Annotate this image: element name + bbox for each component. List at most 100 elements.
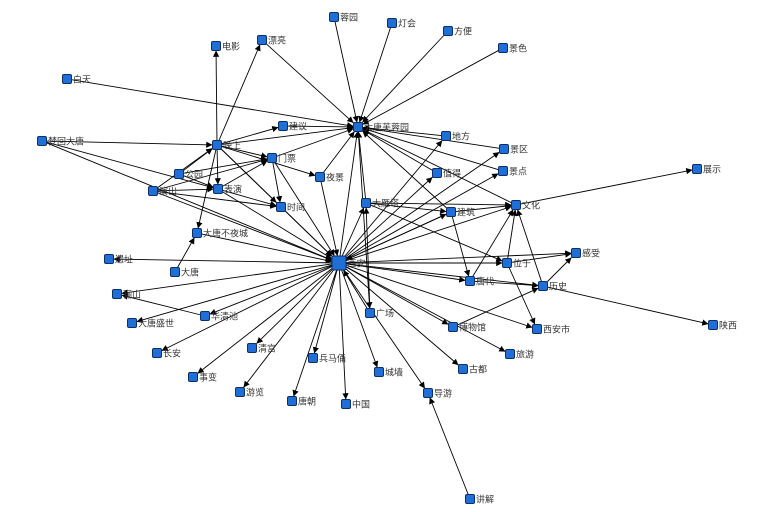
node-yejing[interactable]: 夜景 — [315, 172, 345, 184]
node-jianyi[interactable]: 建议 — [278, 121, 308, 133]
node-datang_buyecheng[interactable]: 大唐不夜城 — [192, 228, 249, 240]
node-box[interactable] — [708, 320, 718, 330]
node-rongyuan[interactable]: 蓉园 — [329, 12, 359, 24]
node-box[interactable] — [104, 254, 114, 264]
node-tangchao[interactable]: 唐朝 — [287, 396, 317, 408]
node-wanshang[interactable]: 晚上 — [212, 140, 242, 152]
node-jingse[interactable]: 景色 — [498, 43, 528, 55]
node-datang_furong[interactable]: 大唐芙蓉园 — [353, 122, 410, 134]
node-box[interactable] — [353, 122, 363, 132]
node-box[interactable] — [387, 18, 397, 28]
node-box[interactable] — [315, 172, 325, 182]
node-weiyu[interactable]: 位于 — [502, 258, 532, 270]
node-box[interactable] — [331, 255, 347, 271]
node-shaanxi[interactable]: 陕西 — [708, 320, 738, 332]
node-box[interactable] — [538, 281, 548, 291]
node-guangchang[interactable]: 广场 — [365, 308, 395, 320]
node-youlan[interactable]: 游览 — [235, 387, 265, 399]
node-dayanta[interactable]: 大雁塔 — [361, 198, 400, 210]
node-tangdai[interactable]: 唐代 — [465, 276, 495, 288]
node-piaoliang[interactable]: 漂亮 — [257, 35, 287, 47]
node-box[interactable] — [112, 289, 122, 299]
node-zhongguo[interactable]: 中国 — [341, 399, 371, 411]
node-box[interactable] — [374, 367, 384, 377]
node-jingdian[interactable]: 景点 — [498, 166, 528, 178]
node-box[interactable] — [37, 136, 47, 146]
node-box[interactable] — [465, 276, 475, 286]
node-box[interactable] — [441, 131, 451, 141]
node-shijian[interactable]: 时间 — [276, 202, 306, 214]
node-box[interactable] — [152, 348, 162, 358]
node-box[interactable] — [502, 258, 512, 268]
node-menpiao[interactable]: 门票 — [267, 153, 297, 165]
node-box[interactable] — [432, 168, 442, 178]
node-box[interactable] — [62, 74, 72, 84]
node-box[interactable] — [361, 198, 371, 208]
node-box[interactable] — [446, 207, 456, 217]
node-menghui_datang[interactable]: 梦回大唐 — [37, 136, 85, 148]
node-box[interactable] — [499, 144, 509, 154]
node-bowuguan[interactable]: 博物馆 — [448, 322, 487, 334]
node-biaoyan[interactable]: 表演 — [213, 184, 243, 196]
node-box[interactable] — [174, 169, 184, 179]
node-ganshou[interactable]: 感受 — [571, 248, 601, 260]
node-box[interactable] — [247, 343, 257, 353]
node-datang[interactable]: 大唐 — [170, 267, 200, 279]
node-box[interactable] — [200, 311, 210, 321]
node-difang[interactable]: 地方 — [441, 131, 471, 143]
node-yanchu[interactable]: 演出 — [148, 186, 178, 198]
node-lishan[interactable]: 骊山 — [112, 289, 142, 301]
node-yizhi[interactable]: 遗址 — [104, 254, 134, 266]
node-box[interactable] — [127, 318, 137, 328]
node-box[interactable] — [443, 26, 453, 36]
node-fangbian[interactable]: 方便 — [443, 26, 473, 38]
node-box[interactable] — [235, 387, 245, 397]
node-lvyou[interactable]: 旅游 — [505, 349, 535, 361]
node-shibian[interactable]: 事变 — [188, 372, 218, 384]
node-box[interactable] — [170, 267, 180, 277]
node-denghui[interactable]: 灯会 — [387, 18, 417, 30]
node-box[interactable] — [532, 324, 542, 334]
node-xian[interactable]: 西安 — [331, 255, 366, 271]
node-box[interactable] — [498, 166, 508, 176]
node-gongyuan[interactable]: 公园 — [174, 169, 204, 181]
node-box[interactable] — [365, 308, 375, 318]
node-box[interactable] — [329, 12, 339, 22]
node-xianshi[interactable]: 西安市 — [532, 324, 571, 336]
node-jianzhu[interactable]: 建筑 — [446, 207, 476, 219]
node-box[interactable] — [211, 41, 221, 51]
node-bingmayong[interactable]: 兵马俑 — [308, 353, 347, 365]
node-box[interactable] — [511, 200, 521, 210]
node-datang_shengshi[interactable]: 大唐盛世 — [127, 318, 175, 330]
node-box[interactable] — [192, 228, 202, 238]
node-zhanshi[interactable]: 展示 — [692, 164, 722, 176]
node-lishi[interactable]: 历史 — [538, 281, 568, 293]
node-box[interactable] — [448, 322, 458, 332]
node-jingqu[interactable]: 景区 — [499, 144, 529, 156]
node-box[interactable] — [267, 153, 277, 163]
node-box[interactable] — [276, 202, 286, 212]
node-box[interactable] — [188, 372, 198, 382]
node-box[interactable] — [213, 184, 223, 194]
node-box[interactable] — [458, 364, 468, 374]
node-qinggong[interactable]: 清宫 — [247, 343, 277, 355]
node-baitian[interactable]: 白天 — [62, 74, 92, 86]
node-box[interactable] — [505, 349, 515, 359]
node-box[interactable] — [341, 399, 351, 409]
node-zhide[interactable]: 值得 — [432, 168, 462, 180]
node-gudu[interactable]: 古都 — [458, 364, 488, 376]
node-box[interactable] — [692, 164, 702, 174]
node-box[interactable] — [465, 494, 475, 504]
node-box[interactable] — [498, 43, 508, 53]
node-box[interactable] — [287, 396, 297, 406]
node-box[interactable] — [278, 121, 288, 131]
node-dianying[interactable]: 电影 — [211, 41, 241, 53]
node-jiangjie[interactable]: 讲解 — [465, 494, 495, 506]
node-box[interactable] — [148, 186, 158, 196]
node-daoyou[interactable]: 导游 — [423, 388, 453, 400]
node-box[interactable] — [308, 353, 318, 363]
node-box[interactable] — [257, 35, 267, 45]
node-chengqiang[interactable]: 城墙 — [374, 367, 404, 379]
node-wenhua[interactable]: 文化 — [511, 200, 541, 212]
node-box[interactable] — [423, 388, 433, 398]
